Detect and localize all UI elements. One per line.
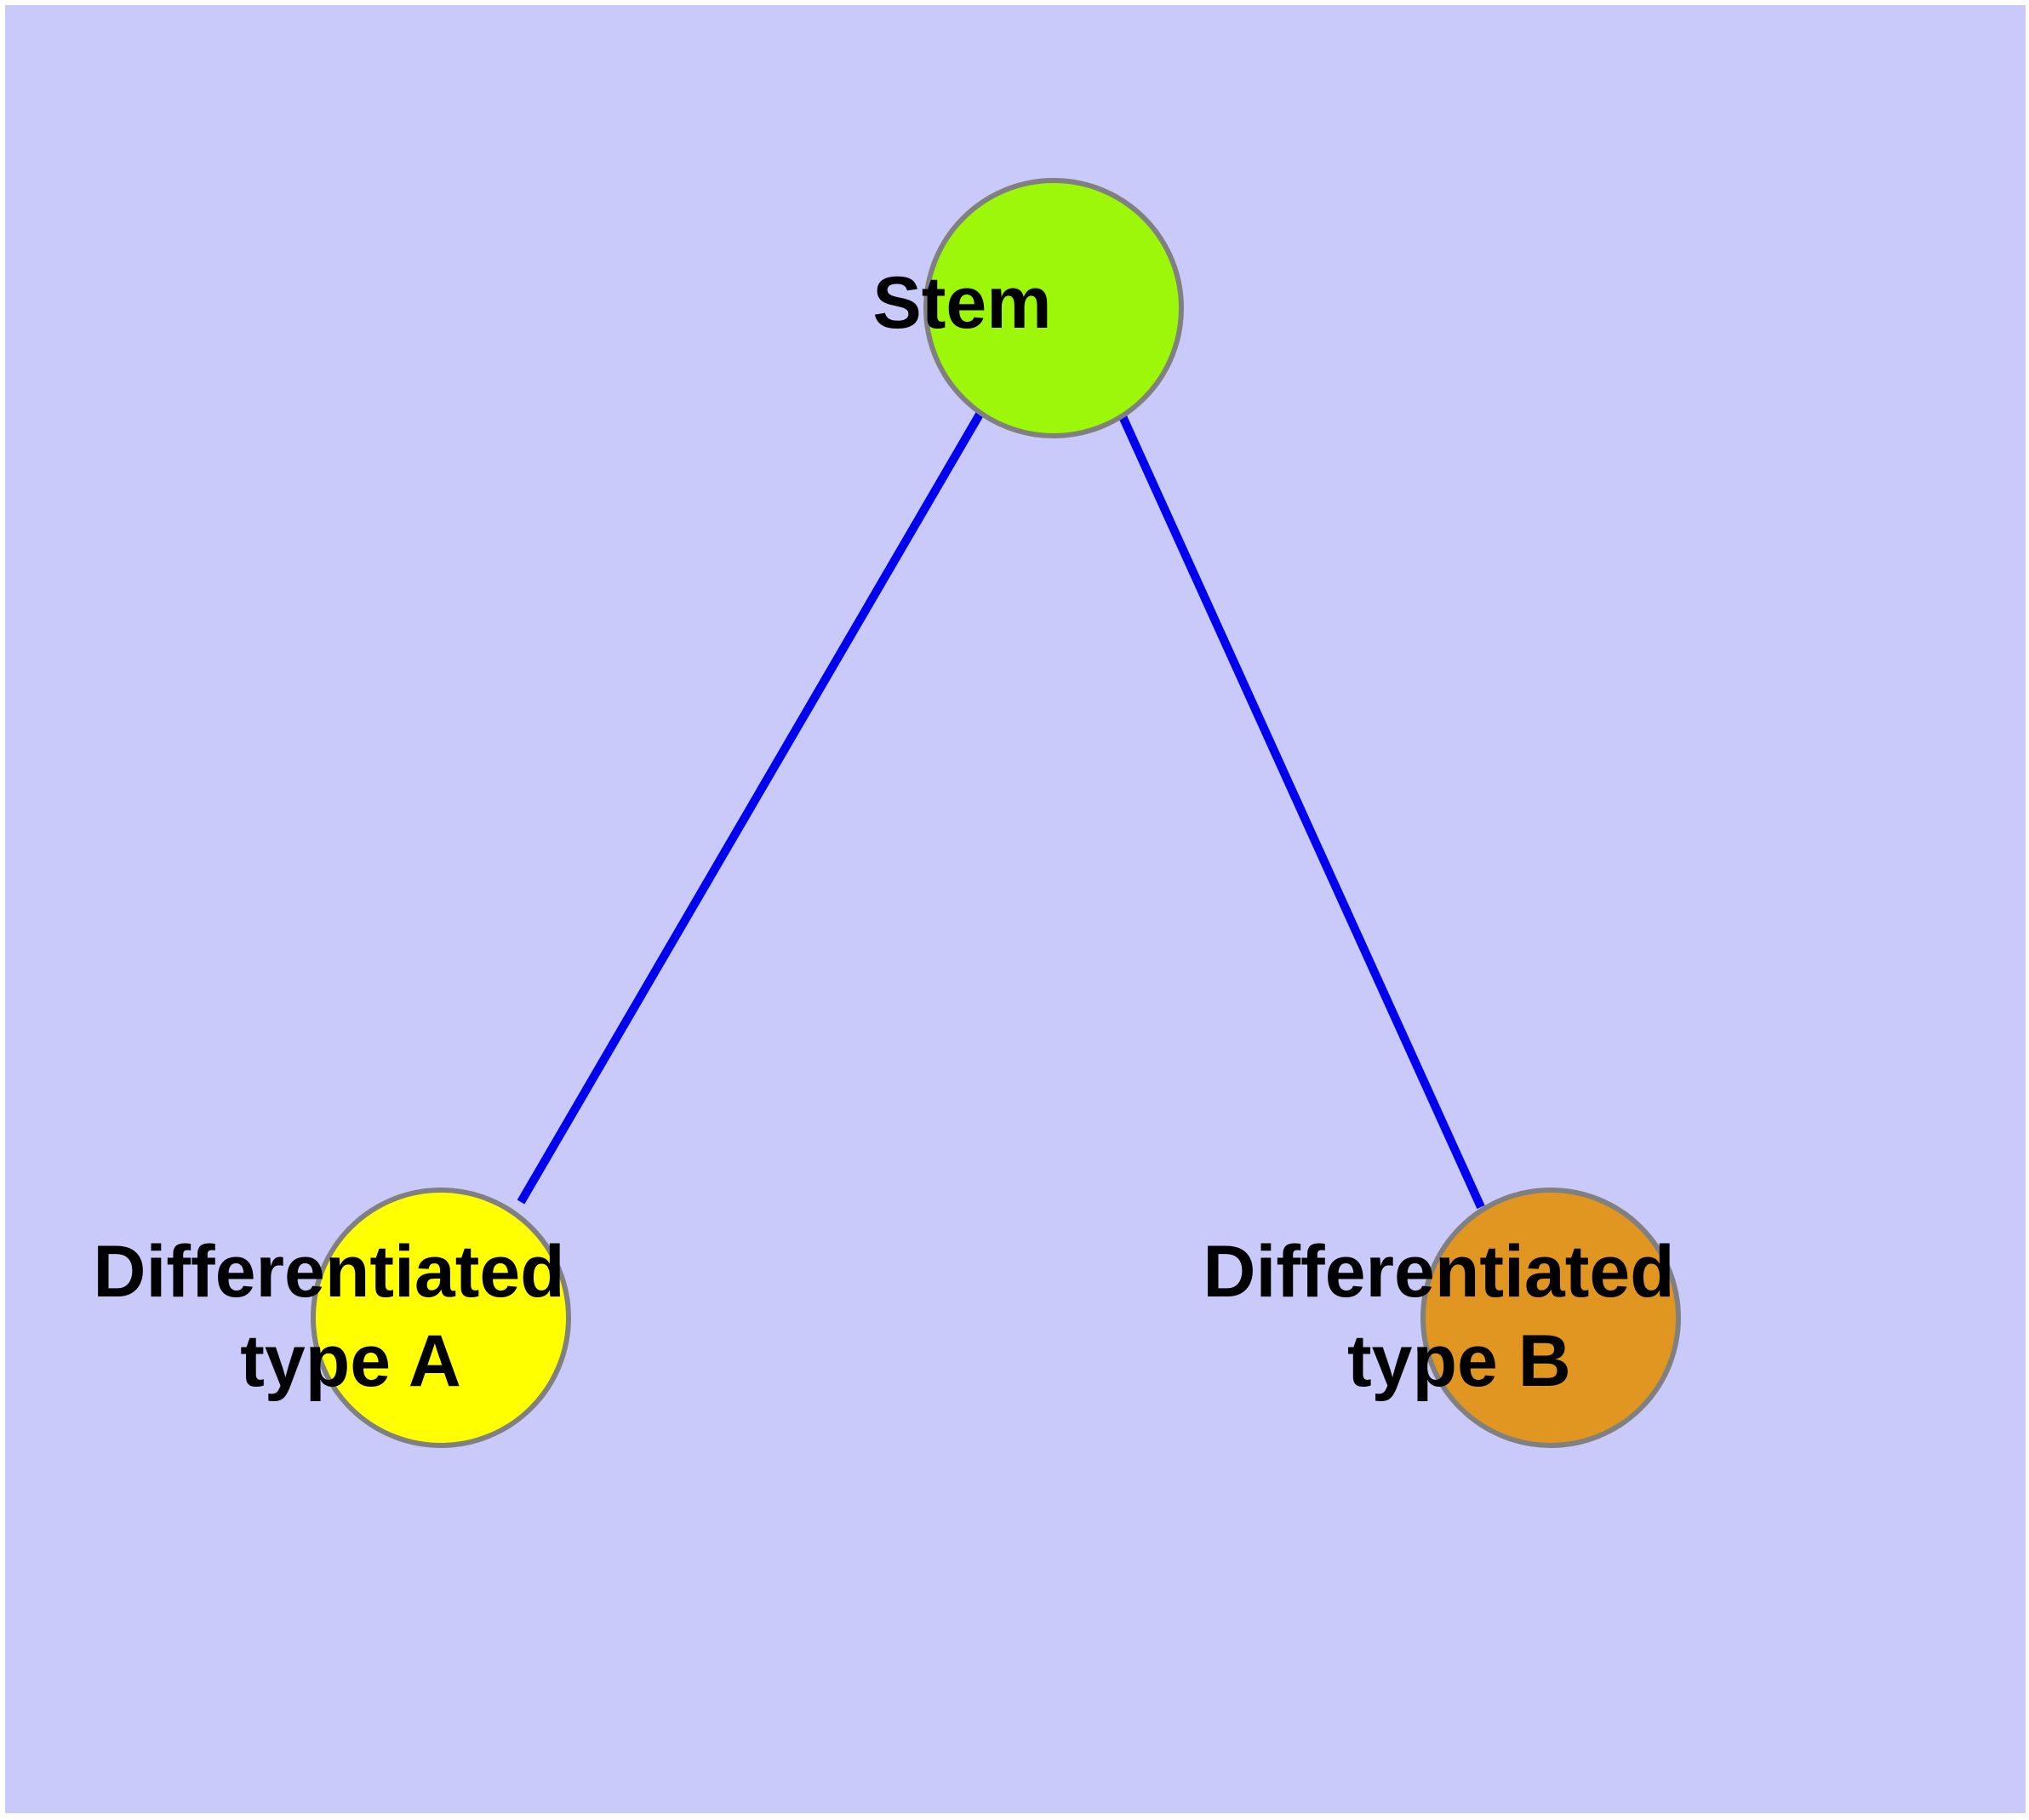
node-differentiated-type-a-label-line-2: type A — [240, 1320, 460, 1402]
edge-stem-to-differentiated-type-a[interactable] — [517, 410, 985, 1205]
node-stem[interactable]: Stem — [872, 178, 1234, 438]
edge-layer — [517, 410, 1485, 1210]
node-differentiated-type-b-label-line-1: Differentiated — [1203, 1231, 1674, 1313]
node-differentiated-type-b-label-line-2: type B — [1347, 1320, 1571, 1402]
node-differentiated-type-a-label: Differentiated type A — [93, 1231, 788, 1402]
node-differentiated-type-a-label-line-1: Differentiated — [93, 1231, 564, 1313]
node-stem-label-line-1: Stem — [872, 262, 1051, 344]
node-differentiated-type-b-label: Differentiated type B — [1203, 1231, 1898, 1402]
node-stem-label: Stem — [872, 262, 1234, 344]
node-stem-circle[interactable] — [923, 178, 1184, 438]
node-differentiated-type-a-circle[interactable] — [311, 1188, 571, 1448]
edge-stem-to-differentiated-type-b[interactable] — [1117, 412, 1485, 1210]
node-differentiated-type-b[interactable]: Differentiated type B — [1203, 1188, 1898, 1448]
node-differentiated-type-a[interactable]: Differentiated type A — [93, 1188, 788, 1448]
node-differentiated-type-b-circle[interactable] — [1420, 1188, 1681, 1448]
node-layer: Stem Differentiated type A Differentiate… — [93, 178, 1898, 1448]
